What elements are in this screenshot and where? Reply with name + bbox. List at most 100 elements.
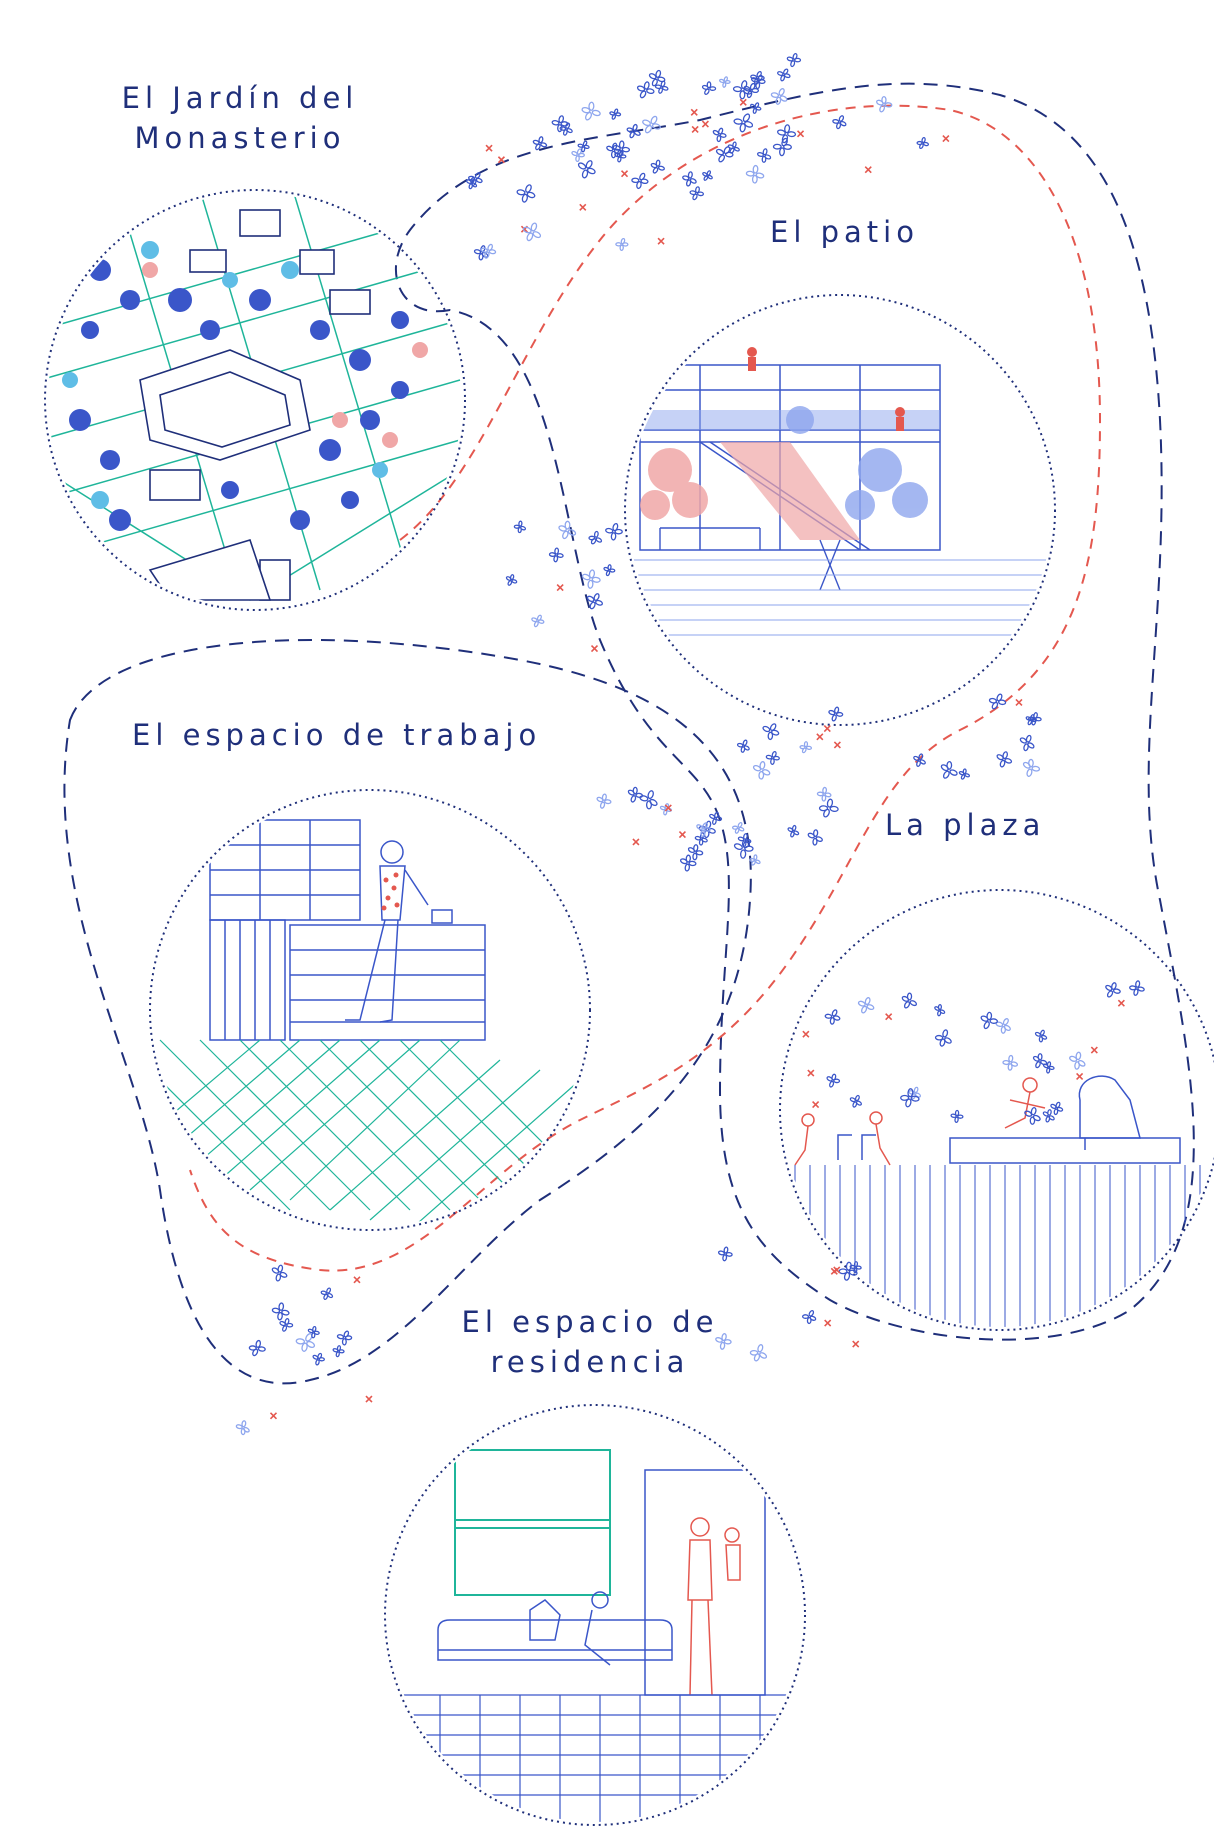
circle-patio [624, 294, 1056, 726]
illustration-plaza [794, 1075, 1201, 1327]
cross-mark-icon [1015, 698, 1023, 707]
cross-mark-icon [1117, 999, 1125, 1007]
flower-icon [786, 53, 802, 68]
title-patio: El patio [770, 212, 919, 252]
cross-mark-icon [942, 134, 950, 143]
flower-icon [826, 1073, 841, 1088]
cross-mark-icon [497, 156, 505, 164]
flower-icon [522, 222, 542, 242]
flower-icon [749, 854, 761, 866]
cross-mark-icon [701, 120, 709, 128]
flower-icon [749, 1344, 768, 1362]
flower-icon [934, 1004, 946, 1017]
title-trabajo-text: El espacio de trabajo [132, 718, 542, 752]
flower-icon [603, 564, 616, 577]
flower-icon [940, 760, 958, 779]
flower-icon [757, 148, 772, 163]
cross-mark-icon [365, 1395, 373, 1403]
flower-icon [743, 82, 760, 99]
flower-icon [750, 102, 762, 114]
flower-icon [531, 614, 545, 628]
flower-icon [777, 68, 791, 82]
flower-icon [642, 115, 661, 134]
cross-mark-icon [824, 1319, 832, 1327]
flower-icon [1022, 758, 1041, 777]
title-patio-text: El patio [770, 215, 919, 249]
flower-icon [631, 172, 649, 190]
title-residencia-line-2: residencia [490, 1345, 690, 1379]
illustration-jardin [48, 193, 461, 601]
title-trabajo: El espacio de trabajo [132, 715, 541, 755]
flower-icon [279, 1318, 294, 1332]
title-jardin-line-2: Monasterio [134, 121, 346, 155]
flower-icon [465, 177, 478, 190]
circle-trabajo [149, 789, 591, 1231]
flower-icon [818, 798, 839, 818]
flower-icon [586, 593, 604, 610]
flower-icon [332, 1345, 345, 1358]
flower-icon [752, 761, 771, 780]
flower-icon [559, 122, 573, 136]
cross-mark-icon [632, 838, 640, 846]
flower-icon [733, 839, 754, 859]
flower-icon [650, 159, 665, 174]
flower-icon [832, 115, 847, 130]
flower-icon [731, 822, 745, 834]
flower-icon [271, 1302, 290, 1321]
flower-icon [958, 768, 971, 780]
flower-icon [799, 741, 813, 754]
cross-mark-icon [353, 1276, 361, 1284]
flower-icon [772, 137, 792, 157]
cross-mark-icon [590, 644, 599, 653]
flower-icon [682, 171, 697, 187]
flower-icon [581, 101, 601, 121]
flower-icon [934, 1029, 952, 1047]
flower-icon [1069, 1051, 1086, 1070]
illustration-trabajo [153, 819, 587, 1227]
cross-mark-icon [796, 130, 805, 138]
flower-icon [733, 113, 754, 133]
cross-mark-icon [807, 1069, 815, 1077]
cross-mark-icon [739, 98, 747, 106]
flower-icon [336, 1330, 353, 1346]
cross-mark-icon [864, 166, 872, 174]
cross-mark-icon [1076, 1072, 1084, 1081]
flower-icon [551, 115, 569, 133]
cross-mark-icon [1090, 1046, 1098, 1054]
flower-icon [709, 811, 723, 825]
title-residencia-line-1: El espacio de [461, 1305, 719, 1339]
flower-icon [626, 123, 641, 139]
flower-icon [654, 80, 669, 94]
flower-icon [719, 76, 731, 88]
flower-icon [516, 184, 536, 203]
flower-icon [295, 1333, 316, 1352]
flower-icon [995, 1018, 1011, 1034]
illustration-residencia [388, 1449, 802, 1822]
cross-mark-icon [269, 1412, 278, 1420]
boundary-loop-upper [394, 82, 1195, 1341]
flower-icon [609, 108, 622, 120]
flower-icon [513, 520, 527, 534]
cross-mark-icon [664, 804, 672, 812]
flower-icon [1042, 1061, 1055, 1074]
flower-icon [320, 1287, 334, 1300]
flower-icon [248, 1339, 266, 1357]
cross-mark-icon [812, 1100, 820, 1109]
flower-icon [571, 148, 585, 163]
flower-icon [1105, 982, 1121, 998]
flower-icon [1050, 1101, 1064, 1116]
flower-icon [639, 790, 658, 810]
cross-mark-icon [823, 724, 831, 733]
flower-icon [480, 243, 497, 259]
flower-icon [312, 1352, 325, 1366]
cross-mark-icon [678, 831, 687, 839]
flower-icon [615, 237, 629, 251]
flower-icon [588, 530, 603, 545]
flower-icon [577, 140, 590, 153]
cross-mark-icon [485, 144, 493, 152]
flower-icon [913, 753, 926, 767]
cross-mark-icon [690, 108, 698, 116]
circle-plaza [779, 889, 1214, 1331]
flower-icon [1025, 714, 1038, 726]
